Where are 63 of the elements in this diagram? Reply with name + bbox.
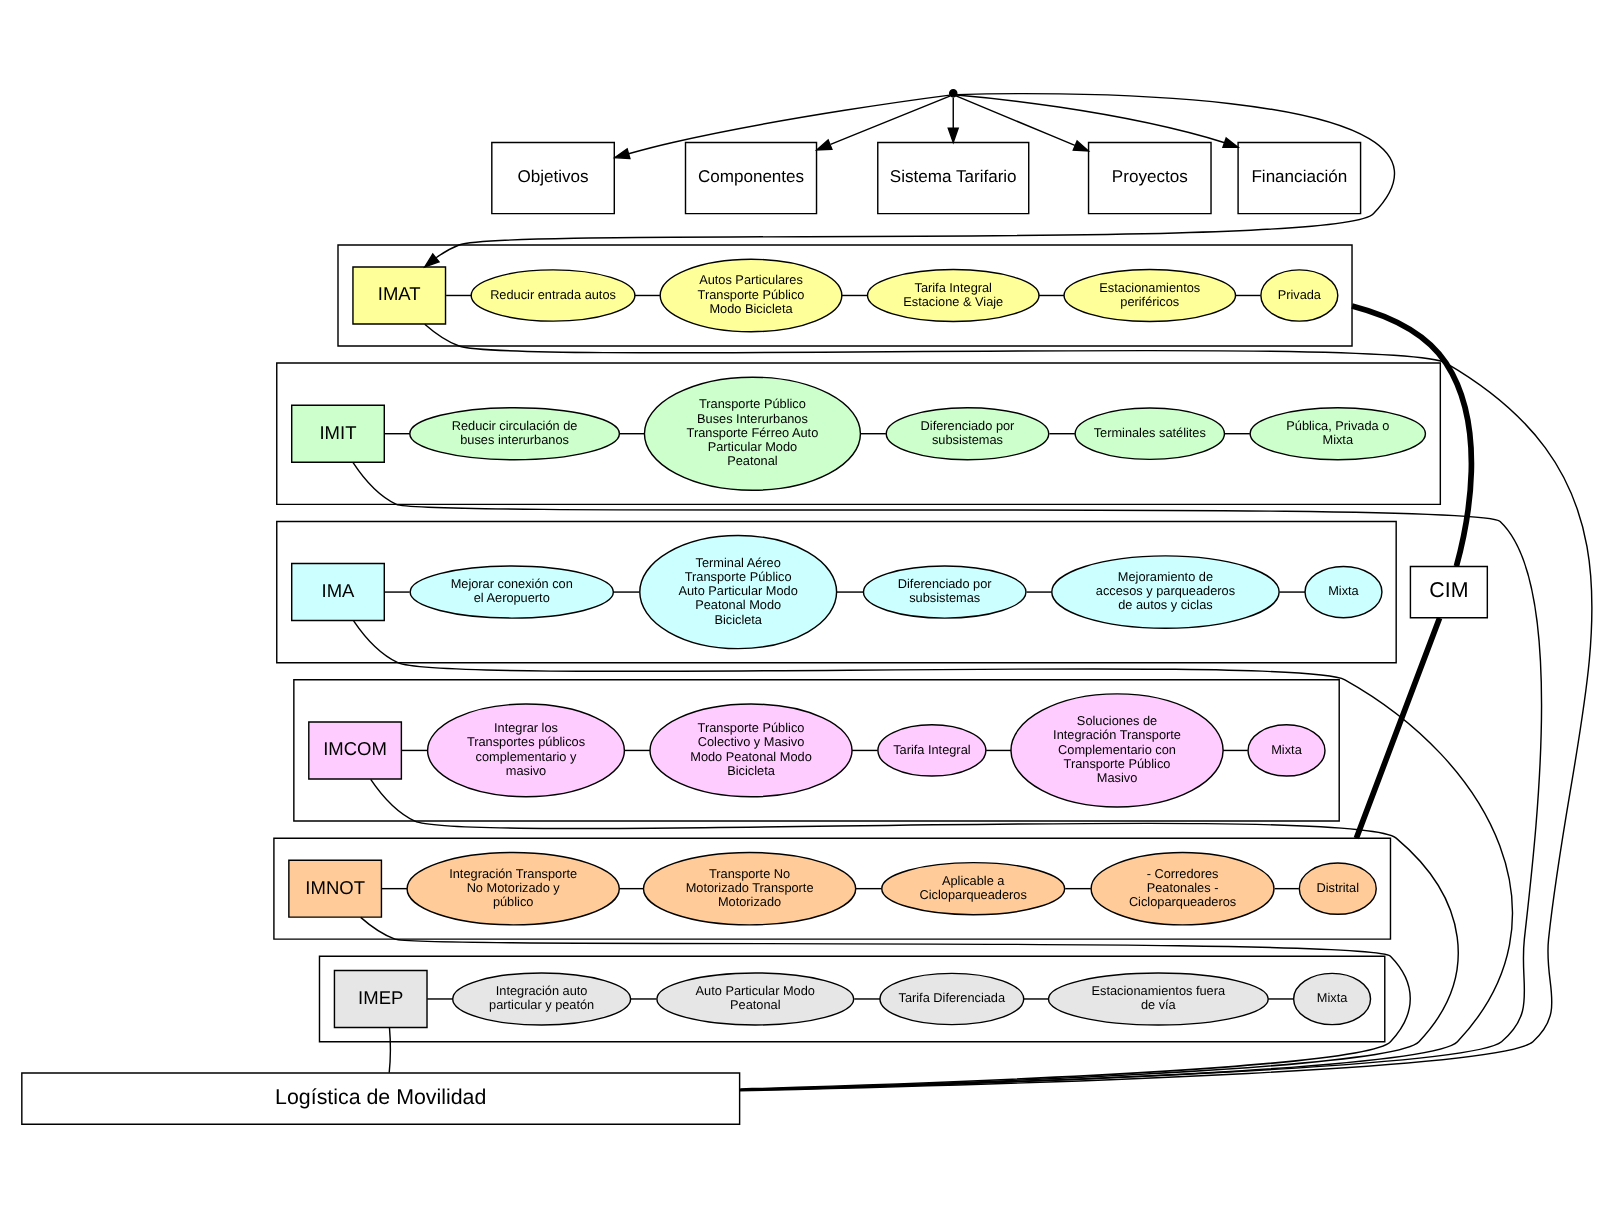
connector [445, 294, 472, 297]
connector [853, 998, 881, 1000]
connector [359, 916, 1411, 1090]
arrow [947, 96, 960, 145]
connector [618, 433, 646, 435]
connector [352, 461, 1543, 1091]
connector [1048, 433, 1076, 435]
connector [384, 433, 411, 435]
node-box: IMEP [333, 969, 428, 1029]
connector [985, 749, 1012, 752]
connector [352, 620, 1514, 1092]
arrow [955, 94, 1241, 149]
connector [618, 887, 645, 890]
arrow [423, 92, 1394, 269]
connector [841, 294, 869, 297]
connector [426, 998, 454, 1000]
node-box: IMA [291, 562, 385, 622]
arrow [955, 95, 1091, 152]
connector [634, 294, 661, 297]
connector [612, 591, 640, 593]
cluster [318, 955, 1386, 1043]
connector [1351, 303, 1475, 567]
connector [1022, 998, 1050, 1000]
node-box: Sistema Tarifario [877, 141, 1030, 215]
cluster [276, 520, 1397, 664]
connector [836, 591, 864, 593]
connector [1064, 887, 1092, 890]
node-box: Objetivos [491, 141, 615, 215]
connector [1353, 617, 1443, 840]
connector [401, 749, 428, 752]
cluster [337, 244, 1353, 347]
connector [1025, 591, 1053, 593]
connector [1222, 749, 1249, 752]
node-box: Proyectos [1087, 141, 1212, 215]
node-bar [948, 89, 958, 98]
connector [624, 749, 651, 752]
arrow [612, 94, 951, 160]
cluster [276, 362, 1442, 506]
node-box: IMCOM [308, 721, 403, 780]
cluster [293, 679, 1340, 822]
node-box: IMAT [352, 266, 447, 325]
node-box: IMIT [291, 404, 385, 463]
connector [851, 749, 879, 752]
connector [1224, 433, 1251, 435]
node-box: IMNOT [288, 859, 383, 918]
node-box: Componentes [684, 141, 818, 215]
arrow [814, 95, 952, 151]
connector [1038, 294, 1065, 297]
cluster [273, 837, 1392, 940]
connector [629, 998, 658, 1000]
node-box: Logística de Movilidad [21, 1072, 741, 1125]
connector [388, 1027, 392, 1074]
connector [370, 778, 1459, 1091]
connector [855, 887, 883, 890]
connector [384, 591, 411, 593]
connector [1274, 887, 1300, 890]
connector [859, 433, 887, 435]
node-box: Financiación [1237, 141, 1362, 215]
connector [1278, 591, 1306, 593]
node-box: CIM [1409, 565, 1489, 619]
connector [381, 887, 409, 890]
connector [1234, 294, 1262, 297]
connector [1267, 998, 1294, 1000]
